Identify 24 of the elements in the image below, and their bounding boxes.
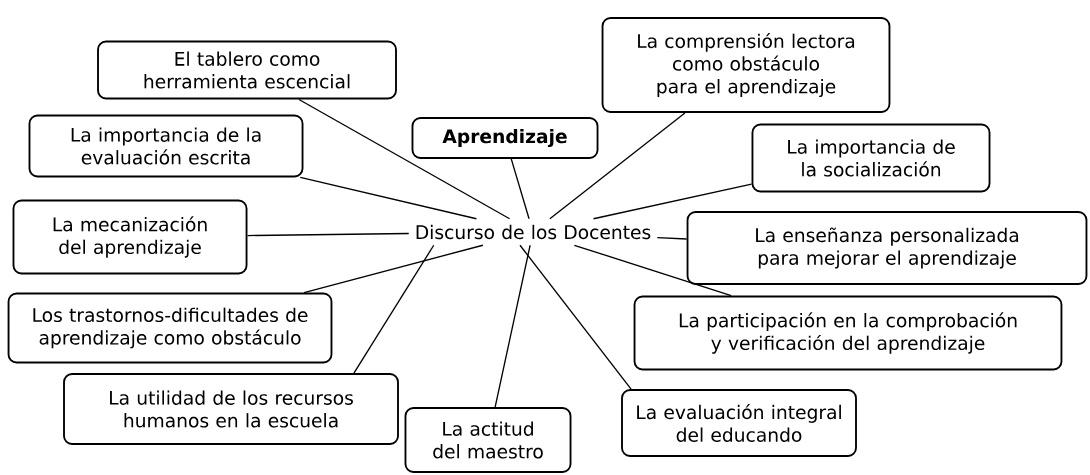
- connector-line: [353, 244, 435, 374]
- connector-line: [303, 244, 484, 294]
- connector-line: [494, 244, 531, 408]
- connector-line: [549, 112, 686, 220]
- topic-box: La importancia de la evaluación escrita: [28, 114, 304, 178]
- connector-line: [246, 232, 410, 237]
- topic-box: La enseñanza personalizada para mejorar el aprendizaje: [686, 211, 1088, 285]
- topic-box: Aprendizaje: [411, 117, 599, 159]
- topic-box: El tablero como herramienta escencial: [97, 40, 397, 100]
- topic-box: La actitud del maestro: [404, 407, 572, 473]
- topic-box: La importancia de la socialización: [751, 123, 991, 193]
- topic-box: La comprensión lectora como obstáculo para el aprendizaje: [601, 17, 891, 113]
- center-label: Discurso de los Docentes: [409, 219, 657, 245]
- topic-box: La evaluación integral del educando: [621, 389, 857, 457]
- connector-line: [573, 244, 732, 297]
- topic-box: Los trastornos-dificultades de aprendizaje como obstáculo: [7, 292, 333, 364]
- topic-box: La participación en la comprobación y verificación del aprendizaje: [633, 295, 1063, 371]
- topic-box: La utilidad de los recursos humanos en la escuela: [63, 373, 399, 445]
- connector-line: [519, 244, 632, 390]
- topic-box: La mecanización del aprendizaje: [12, 199, 248, 275]
- connector-line: [592, 183, 753, 220]
- connector-line: [656, 236, 688, 240]
- connector-line: [299, 176, 478, 220]
- connector-line: [510, 158, 530, 220]
